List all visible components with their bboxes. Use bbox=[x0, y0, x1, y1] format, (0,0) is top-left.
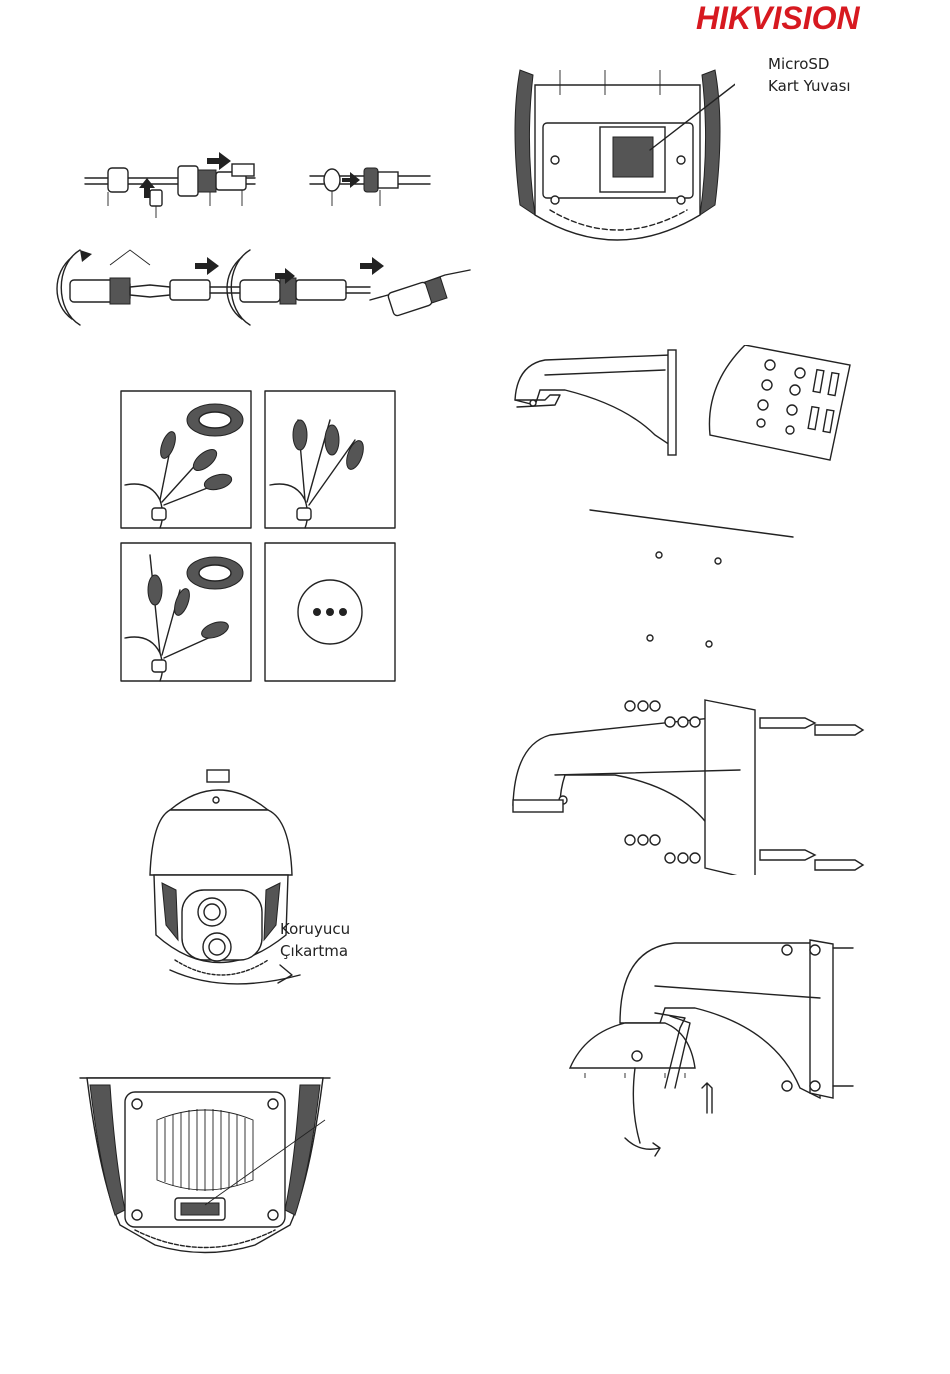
protector-label: Koruyucu Çıkartma bbox=[280, 918, 350, 962]
logo-text: HIKVISION bbox=[696, 0, 860, 36]
wall-bracket-kit-figure bbox=[505, 345, 855, 465]
microsd-label: MicroSD Kart Yuvası bbox=[768, 53, 851, 97]
cable-connector-figure bbox=[80, 140, 460, 220]
hikvision-logo: HIKVISION bbox=[694, 0, 904, 36]
washer-group-bottom bbox=[625, 835, 700, 863]
microsd-label-line1: MicroSD bbox=[768, 53, 851, 75]
connector-assembly-figure bbox=[50, 245, 480, 335]
bracket-adapter-figure bbox=[565, 938, 860, 1163]
wire-taping-grid bbox=[120, 390, 396, 682]
microsd-label-line2: Kart Yuvası bbox=[768, 75, 851, 97]
protector-label-line1: Koruyucu bbox=[280, 918, 350, 940]
microsd-slot-figure bbox=[505, 65, 735, 250]
drill-template-figure bbox=[585, 505, 800, 650]
protector-label-line2: Çıkartma bbox=[280, 940, 350, 962]
camera-back-figure bbox=[75, 1060, 335, 1260]
bracket-screws-figure bbox=[505, 690, 870, 875]
